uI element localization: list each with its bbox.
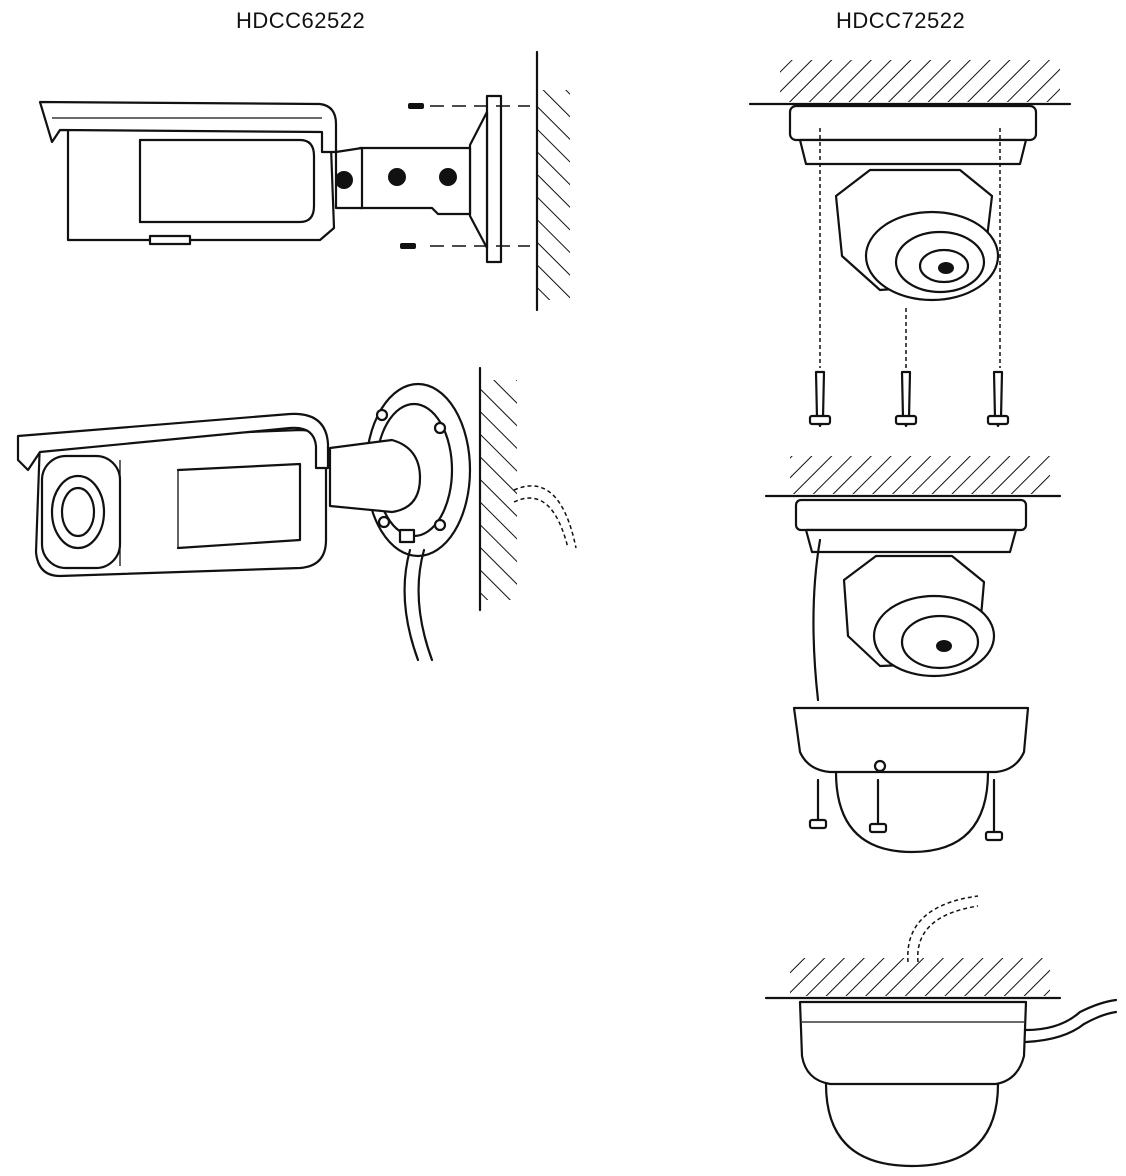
model-label-bullet: HDCC62522 bbox=[236, 8, 366, 33]
bullet-side-view-drawing bbox=[38, 50, 570, 312]
dome-step1-drawing bbox=[748, 60, 1072, 428]
dome-step2-drawing bbox=[764, 456, 1062, 854]
bullet-mounted-view-drawing bbox=[16, 366, 577, 662]
model-label-dome: HDCC72522 bbox=[836, 8, 966, 33]
dome-step3-drawing bbox=[764, 895, 1118, 1168]
